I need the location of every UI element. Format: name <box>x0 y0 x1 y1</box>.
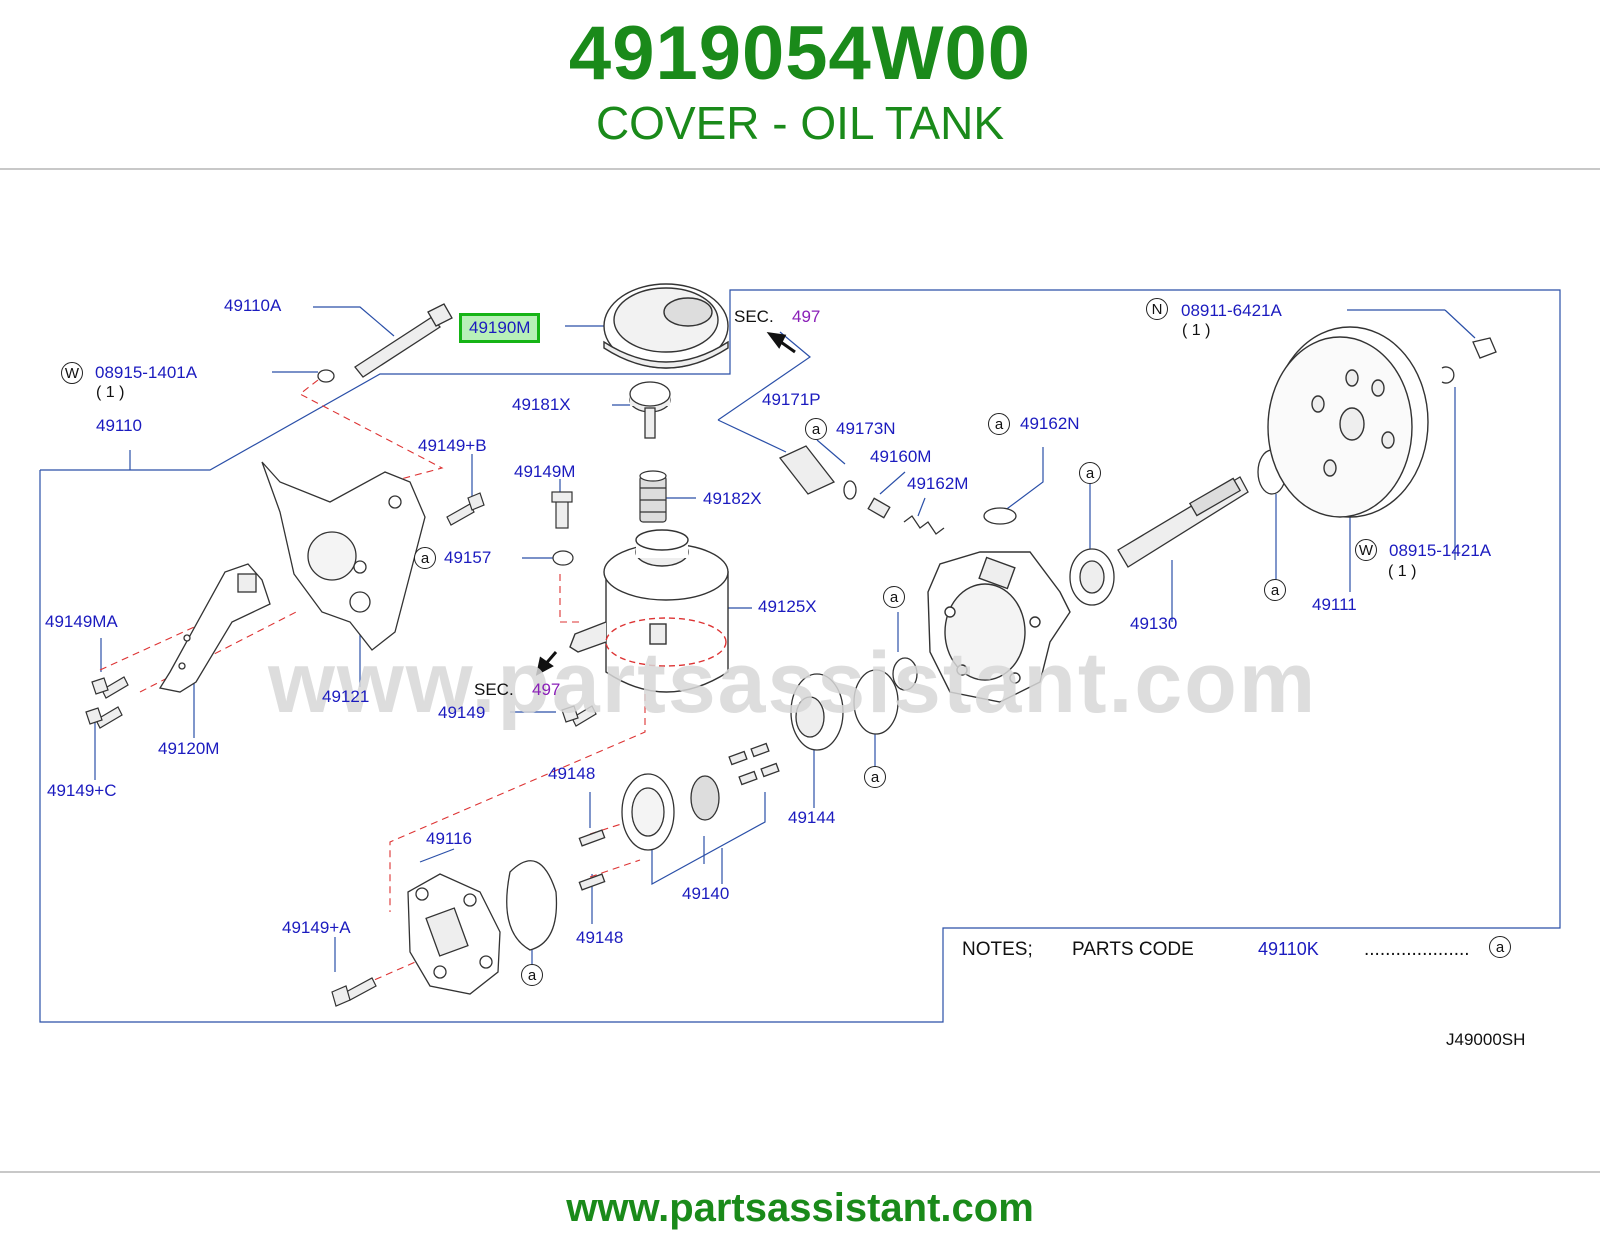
footer-website-link[interactable]: www.partsassistant.com <box>566 1186 1034 1230</box>
w-washer-symbol: W <box>61 362 83 384</box>
part-number-title: 4919054W00 <box>568 11 1032 96</box>
part-name-subtitle: COVER - OIL TANK <box>595 97 1005 149</box>
label-49111[interactable]: 49111 <box>1312 595 1357 614</box>
label-49149-A[interactable]: 49149+A <box>282 918 351 937</box>
drawing-code: J49000SH <box>1446 1030 1526 1049</box>
label-49121[interactable]: 49121 <box>322 687 370 706</box>
label-49149-B[interactable]: 49149+B <box>418 436 487 455</box>
label-49140[interactable]: 49140 <box>682 884 730 903</box>
parts-code-label: PARTS CODE <box>1072 939 1194 960</box>
notes-label: NOTES; <box>962 939 1033 960</box>
a-reference-symbol: a <box>988 413 1010 435</box>
label-49149[interactable]: 49149 <box>438 703 486 722</box>
label-49171P[interactable]: 49171P <box>762 390 821 409</box>
label-49120M[interactable]: 49120M <box>158 739 220 758</box>
label-49182X[interactable]: 49182X <box>703 489 762 508</box>
qty-08915-1401A: ( 1 ) <box>96 384 125 401</box>
label-49130[interactable]: 49130 <box>1130 614 1178 633</box>
a-reference-symbol: a <box>1264 579 1286 601</box>
label-49181X[interactable]: 49181X <box>512 395 571 414</box>
a-reference-symbol: a <box>414 547 436 569</box>
label-49160M[interactable]: 49160M <box>870 447 932 466</box>
label-49162M[interactable]: 49162M <box>907 474 969 493</box>
qty-08915-1421A: ( 1 ) <box>1388 563 1417 580</box>
label-49110[interactable]: 49110 <box>96 416 143 435</box>
a-reference-symbol: a <box>1489 936 1511 958</box>
qty-08911-6421A: ( 1 ) <box>1182 322 1211 339</box>
notes-dots: .................... <box>1364 939 1470 960</box>
sec-label-top: SEC. <box>734 307 774 326</box>
label-08915-1401A[interactable]: 08915-1401A <box>95 363 198 382</box>
label-49190M-highlighted[interactable]: 49190M <box>459 313 541 343</box>
label-49110A[interactable]: 49110A <box>224 296 282 315</box>
label-49125X[interactable]: 49125X <box>758 597 817 616</box>
label-49149-C[interactable]: 49149+C <box>47 781 117 800</box>
header-divider <box>0 168 1600 170</box>
sec-number-top[interactable]: 497 <box>792 307 821 326</box>
label-49157[interactable]: 49157 <box>444 548 492 567</box>
label-49144[interactable]: 49144 <box>788 808 836 827</box>
label-49148-lower[interactable]: 49148 <box>576 928 624 947</box>
a-reference-symbol: a <box>805 418 827 440</box>
a-reference-symbol: a <box>864 766 886 788</box>
label-49149MA[interactable]: 49149MA <box>45 612 118 631</box>
page-header: 4919054W00 COVER - OIL TANK <box>0 0 1600 170</box>
footer-divider <box>0 1171 1600 1173</box>
label-08911-6421A[interactable]: 08911-6421A <box>1181 301 1282 320</box>
label-49149M[interactable]: 49149M <box>514 462 576 481</box>
sec-label-bottom: SEC. <box>474 680 514 699</box>
a-reference-symbol: a <box>521 964 543 986</box>
a-reference-symbol: a <box>1079 462 1101 484</box>
diagram-drawing <box>39 283 1561 1023</box>
parts-code-value[interactable]: 49110K <box>1258 939 1319 959</box>
label-08915-1421A[interactable]: 08915-1421A <box>1389 541 1492 560</box>
parts-diagram: www.partsassistant.com 49110A 49190M SEC… <box>0 172 1600 1148</box>
watermark-text: www.partsassistant.com <box>268 635 1318 731</box>
label-49173N[interactable]: 49173N <box>836 419 896 438</box>
sec-number-bottom[interactable]: 497 <box>532 680 561 699</box>
label-49162N[interactable]: 49162N <box>1020 414 1080 433</box>
w-washer-symbol: W <box>1355 539 1377 561</box>
label-49116[interactable]: 49116 <box>426 829 473 848</box>
a-reference-symbol: a <box>883 586 905 608</box>
n-nut-symbol: N <box>1146 298 1168 320</box>
label-49148-upper[interactable]: 49148 <box>548 764 596 783</box>
